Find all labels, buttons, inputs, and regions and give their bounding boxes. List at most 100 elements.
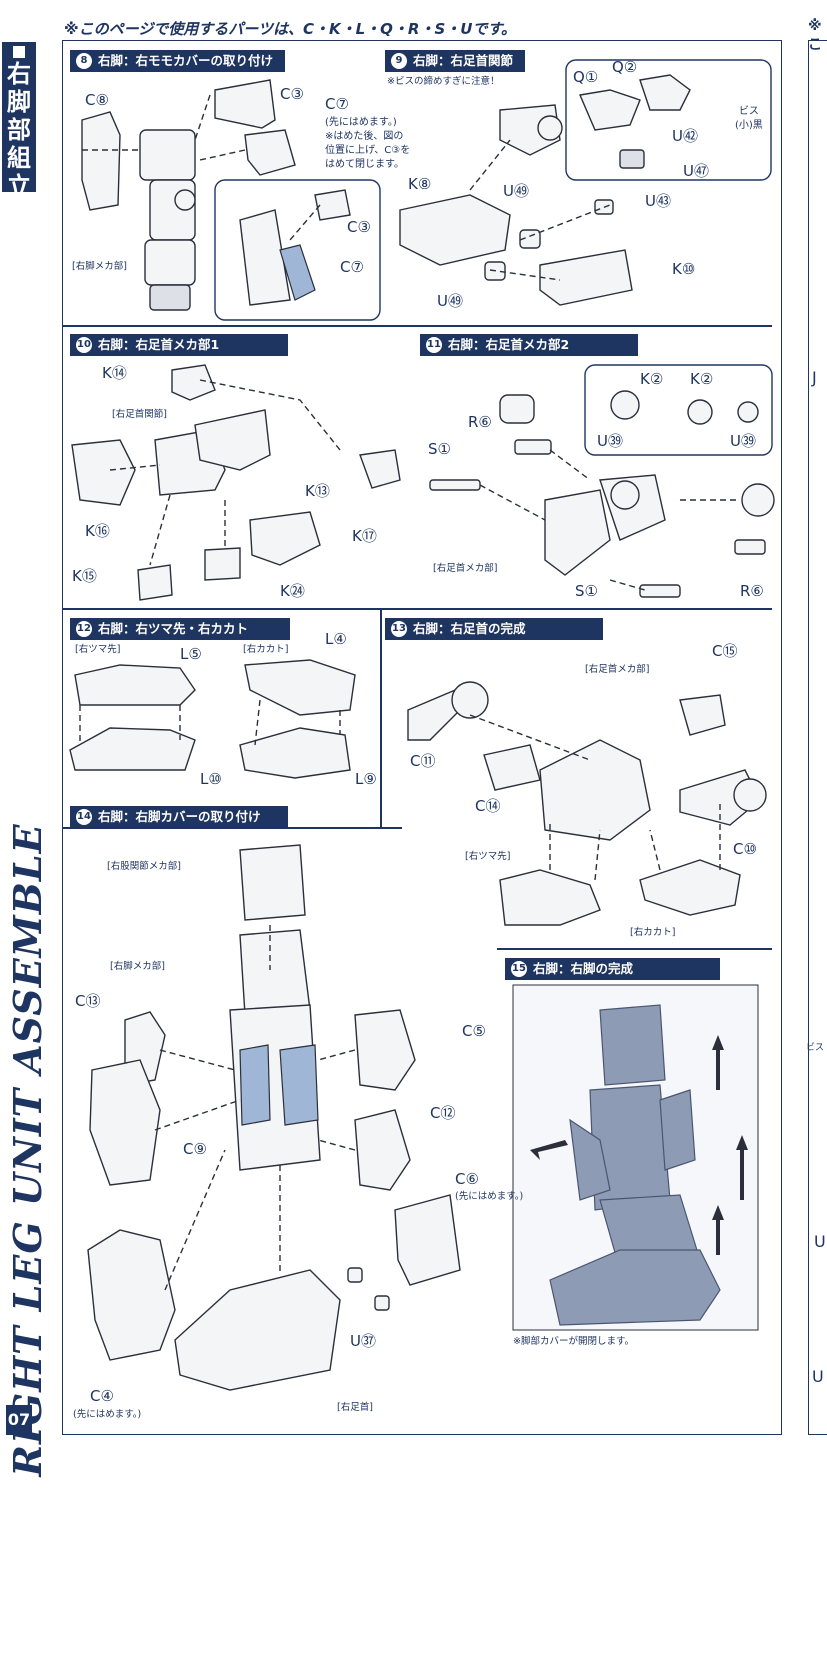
- part-label: K㉔: [280, 582, 305, 600]
- part-label: K⑩: [672, 260, 696, 278]
- part-l9: [239, 727, 351, 779]
- next-page-frame: [808, 40, 827, 1435]
- step8-mecha-label: [右脚メカ部]: [72, 261, 127, 272]
- hip-mecha-label: [右股関節メカ部]: [107, 861, 181, 872]
- part-label: C③: [280, 85, 304, 103]
- section-divider: [62, 608, 772, 610]
- part-c12: [354, 1109, 411, 1191]
- part-l4: [244, 659, 356, 716]
- part-label: U㊷: [672, 127, 698, 145]
- part-label: U㊸: [645, 192, 671, 210]
- step13-mecha: [539, 739, 651, 841]
- part-label: K②: [690, 370, 714, 388]
- square-icon: [13, 46, 25, 58]
- section-divider: [380, 608, 382, 828]
- part-label: K⑮: [72, 567, 97, 585]
- part-k10: [539, 249, 633, 306]
- step14-leg-mecha: [239, 929, 311, 1016]
- part-label: C⑭: [475, 797, 501, 815]
- next-page-label: ビス: [806, 1043, 825, 1053]
- main-frame: [62, 40, 782, 1435]
- part-l5: [74, 664, 196, 706]
- part-label: C⑦: [325, 95, 349, 113]
- part-label: C⑦: [340, 258, 364, 276]
- step9-warning: ※ビスの締めすぎに注意！: [387, 76, 500, 87]
- part-r6: [514, 439, 552, 455]
- step8-note: (先にはめます。) ※はめた後、図の 位置に上げ、C③を はめて閉じます。: [325, 117, 411, 170]
- part-c7: [244, 129, 296, 176]
- part-label: U㊾: [437, 292, 463, 310]
- part-label: C⑫: [430, 1104, 456, 1122]
- part-label: K⑰: [352, 527, 377, 545]
- part-label: R⑥: [740, 582, 764, 600]
- part-label: S①: [428, 440, 451, 458]
- part-c4: [87, 1229, 176, 1361]
- part-label: U㊾: [503, 182, 529, 200]
- step13-toe: [499, 869, 601, 926]
- part-c8: [81, 111, 121, 211]
- part-label: U㊴: [730, 432, 756, 450]
- part-label: U㊲: [350, 1332, 376, 1350]
- part-label: R⑥: [468, 413, 492, 431]
- part-k24: [204, 547, 241, 581]
- step14-note-c6: (先にはめます。): [455, 1191, 524, 1202]
- next-page-label: J: [812, 368, 817, 387]
- part-c14: [483, 744, 541, 791]
- ankle-label: [右足首]: [337, 1402, 373, 1413]
- part-c15: [679, 694, 726, 736]
- part-label: K⑬: [305, 482, 330, 500]
- part-label: K⑧: [408, 175, 432, 193]
- step11-mecha: [544, 489, 611, 576]
- part-c3: [214, 79, 276, 129]
- next-page-header-fragment: ※こ: [808, 18, 822, 53]
- part-k16: [71, 439, 136, 506]
- step11-mecha-label: [右足首メカ部]: [433, 563, 498, 574]
- step13-mecha-label: [右足首メカ部]: [585, 664, 650, 675]
- part-s1: [429, 479, 481, 491]
- part-k13: [359, 449, 401, 489]
- step11-inset: [584, 364, 773, 456]
- step13-toe-label: [右ツマ先]: [465, 851, 511, 862]
- part-label: C⑬: [75, 992, 101, 1010]
- part-label: C⑤: [462, 1022, 486, 1040]
- part-label: C⑥: [455, 1170, 479, 1188]
- part-label: S①: [575, 582, 598, 600]
- part-c5: [354, 1009, 416, 1091]
- step8-leg-mecha: [139, 129, 196, 311]
- step13-heel-label: [右カカト]: [630, 927, 676, 938]
- page-number: 07: [6, 1405, 32, 1435]
- step9-inset: [565, 59, 772, 181]
- part-l10: [69, 727, 196, 771]
- part-c9: [89, 1059, 161, 1186]
- heel-label: [右カカト]: [243, 644, 289, 655]
- part-k15: [137, 564, 173, 601]
- section-divider: [62, 325, 772, 327]
- part-label: L⑩: [200, 770, 222, 788]
- next-page-label: U: [814, 1232, 826, 1251]
- part-label: C⑩: [733, 840, 757, 858]
- step14-ankle: [174, 1269, 341, 1391]
- part-label: L④: [325, 630, 347, 648]
- sidebar: 右脚部組立 RIGHT LEG UNIT ASSEMBLE 07: [0, 0, 50, 1477]
- step15-note: ※脚部カバーが開閉します。: [513, 1336, 635, 1347]
- part-label: C③: [347, 218, 371, 236]
- part-label: K⑭: [102, 364, 127, 382]
- section-title-jp: 右脚部組立: [7, 60, 31, 200]
- part-label: U㊼: [683, 162, 709, 180]
- part-label: Q①: [573, 68, 599, 86]
- part-k17: [249, 511, 321, 566]
- part-label: L⑨: [355, 770, 377, 788]
- part-label: C⑨: [183, 1140, 207, 1158]
- part-label: L⑤: [180, 645, 202, 663]
- assembly-illustrations: [69, 59, 775, 1391]
- parts-used-note: ※このページで使用するパーツは、C・K・L・Q・R・S・Uです。: [64, 20, 516, 38]
- part-k14: [171, 364, 216, 401]
- part-label: U㊴: [597, 432, 623, 450]
- screw-label: ビス (小)黒: [735, 106, 763, 131]
